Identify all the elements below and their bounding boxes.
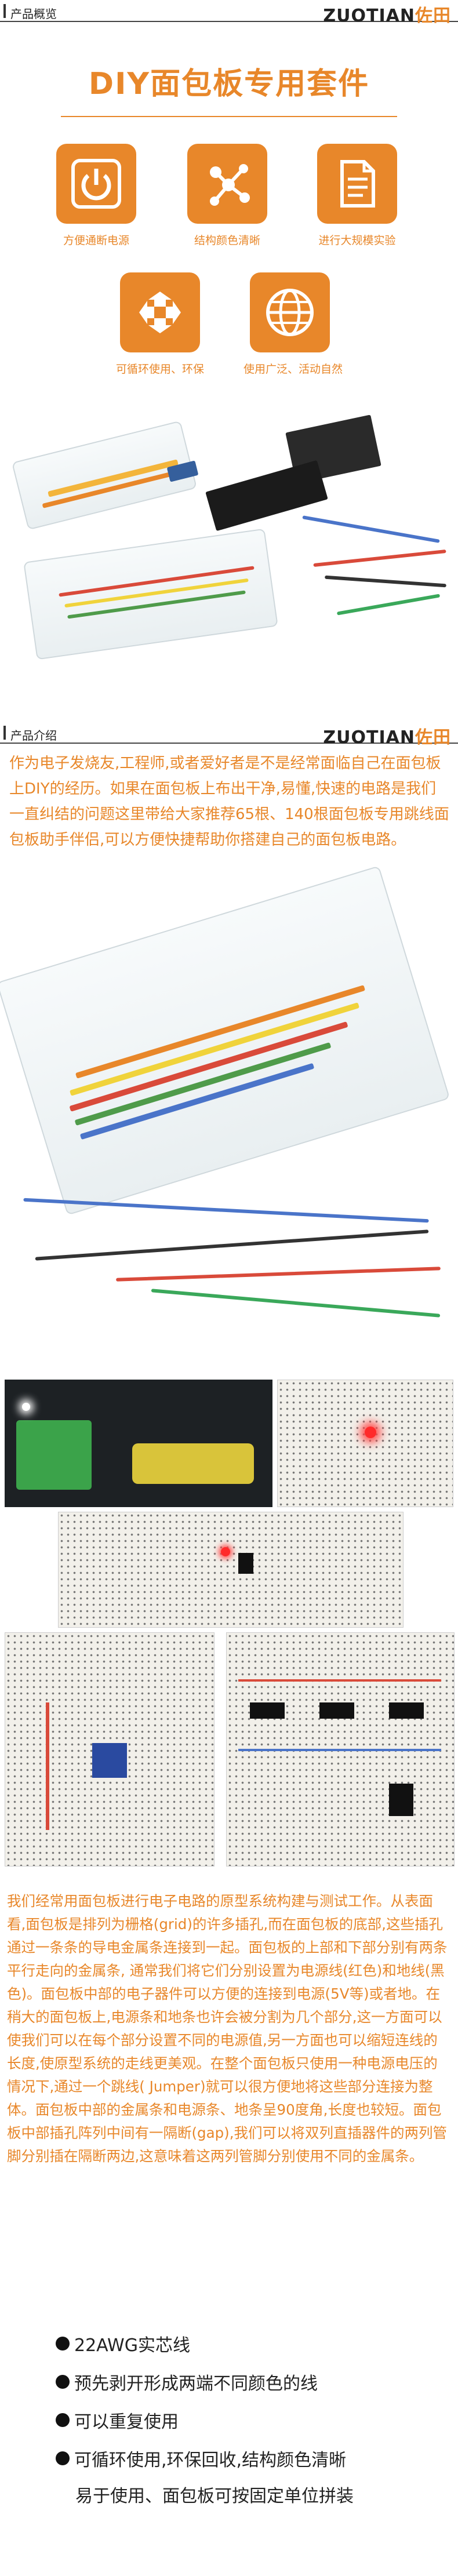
breadboard-dense-photo — [226, 1632, 455, 1866]
jumper-cable — [23, 1198, 429, 1223]
jumper-cable — [325, 575, 446, 588]
green-breadboard — [16, 1420, 92, 1490]
red-wire — [238, 1679, 441, 1682]
feature-caption: 结构颜色清晰 — [194, 234, 260, 247]
intro-paragraph: 作为电子发烧友,工程师,或者爱好者是不是经常面临自己在面包板上DIY的经历。如果… — [9, 755, 449, 849]
feature-caption: 可循环使用、环保 — [115, 363, 204, 376]
jumper-cable — [313, 549, 446, 567]
jumper-cable — [336, 594, 441, 616]
red-led — [221, 1547, 230, 1556]
breadboard-led-photo — [277, 1380, 453, 1507]
power-icon — [56, 144, 136, 224]
feature-globe: 使用广泛、活动自然 — [243, 272, 343, 376]
jumper-box-photo — [0, 865, 458, 1365]
feature-bullet-list: 22AWG实芯线 预先剥开形成两端不同颜色的线 可以重复使用 可循环使用,环保回… — [56, 2324, 450, 2516]
header-bar — [3, 726, 6, 740]
bullet-dot-icon — [56, 2413, 70, 2427]
ic-chip — [238, 1553, 253, 1574]
ic-chip — [319, 1702, 354, 1719]
intro-header: 产品介绍 ZUOTIAN佐田 — [0, 722, 458, 748]
feature-caption: 使用广泛、活动自然 — [243, 363, 343, 376]
bullet-item: 可以重复使用 — [56, 2401, 450, 2439]
feature-power: 方便通断电源 — [50, 144, 143, 248]
network-icon — [187, 144, 267, 224]
feature-recycle: 可循环使用、环保 — [114, 272, 206, 376]
globe-icon — [250, 272, 330, 352]
main-title: DIY面包板专用套件 — [88, 67, 370, 101]
bullet-dot-icon — [56, 2451, 70, 2465]
display-module — [92, 1743, 127, 1778]
ic-chip — [389, 1702, 424, 1719]
feature-caption: 进行大规模实验 — [318, 234, 396, 247]
feature-caption: 方便通断电源 — [63, 234, 129, 247]
jumper-cable — [151, 1289, 441, 1318]
jumper-cable — [116, 1267, 441, 1282]
brand-logo: ZUOTIAN佐田 — [323, 727, 451, 748]
bullet-dot-icon — [56, 2375, 70, 2389]
wire-box — [0, 865, 450, 1216]
bullet-item: 可循环使用,环保回收,结构颜色清晰 — [56, 2439, 450, 2477]
breadboard-chip-photo — [58, 1512, 404, 1628]
overview-header-label: 产品概览 — [10, 7, 57, 21]
led-glow — [22, 1403, 30, 1411]
title-rule — [61, 116, 397, 117]
brand-logo: ZUOTIAN佐田 — [323, 6, 451, 26]
bullet-dot-icon — [56, 2337, 70, 2351]
power-module — [205, 460, 328, 532]
seven-segment-display — [389, 1784, 413, 1816]
document-icon — [317, 144, 397, 224]
battery-holder — [132, 1443, 254, 1484]
feature-document: 进行大规模实验 — [311, 144, 404, 248]
overview-header: 产品概览 ZUOTIAN佐田 — [0, 0, 458, 26]
jumper-cable — [35, 1229, 429, 1261]
led-circuit-photo — [5, 1380, 272, 1507]
blue-wire — [238, 1749, 441, 1751]
bullet-item: 22AWG实芯线 — [56, 2324, 450, 2363]
jumper-cable — [302, 515, 440, 543]
description-paragraph: 我们经常用面包板进行电子电路的原型系统构建与测试工作。从表面看,面包板是排列为栅… — [7, 1893, 448, 2164]
breadboard-vertical-photo — [5, 1632, 215, 1866]
recycle-icon — [120, 272, 200, 352]
header-bar — [3, 4, 6, 18]
circuit-collage — [0, 1380, 458, 1866]
red-wire — [46, 1702, 49, 1830]
intro-header-label: 产品介绍 — [10, 729, 57, 743]
red-led — [365, 1427, 376, 1438]
ic-chip — [250, 1702, 285, 1719]
bullet-continuation: 易于使用、面包板可按固定单位拼装 — [75, 2486, 354, 2506]
feature-network: 结构颜色清晰 — [181, 144, 274, 248]
bullet-item: 预先剥开形成两端不同颜色的线 — [56, 2363, 450, 2401]
product-kit-photo — [0, 406, 458, 707]
